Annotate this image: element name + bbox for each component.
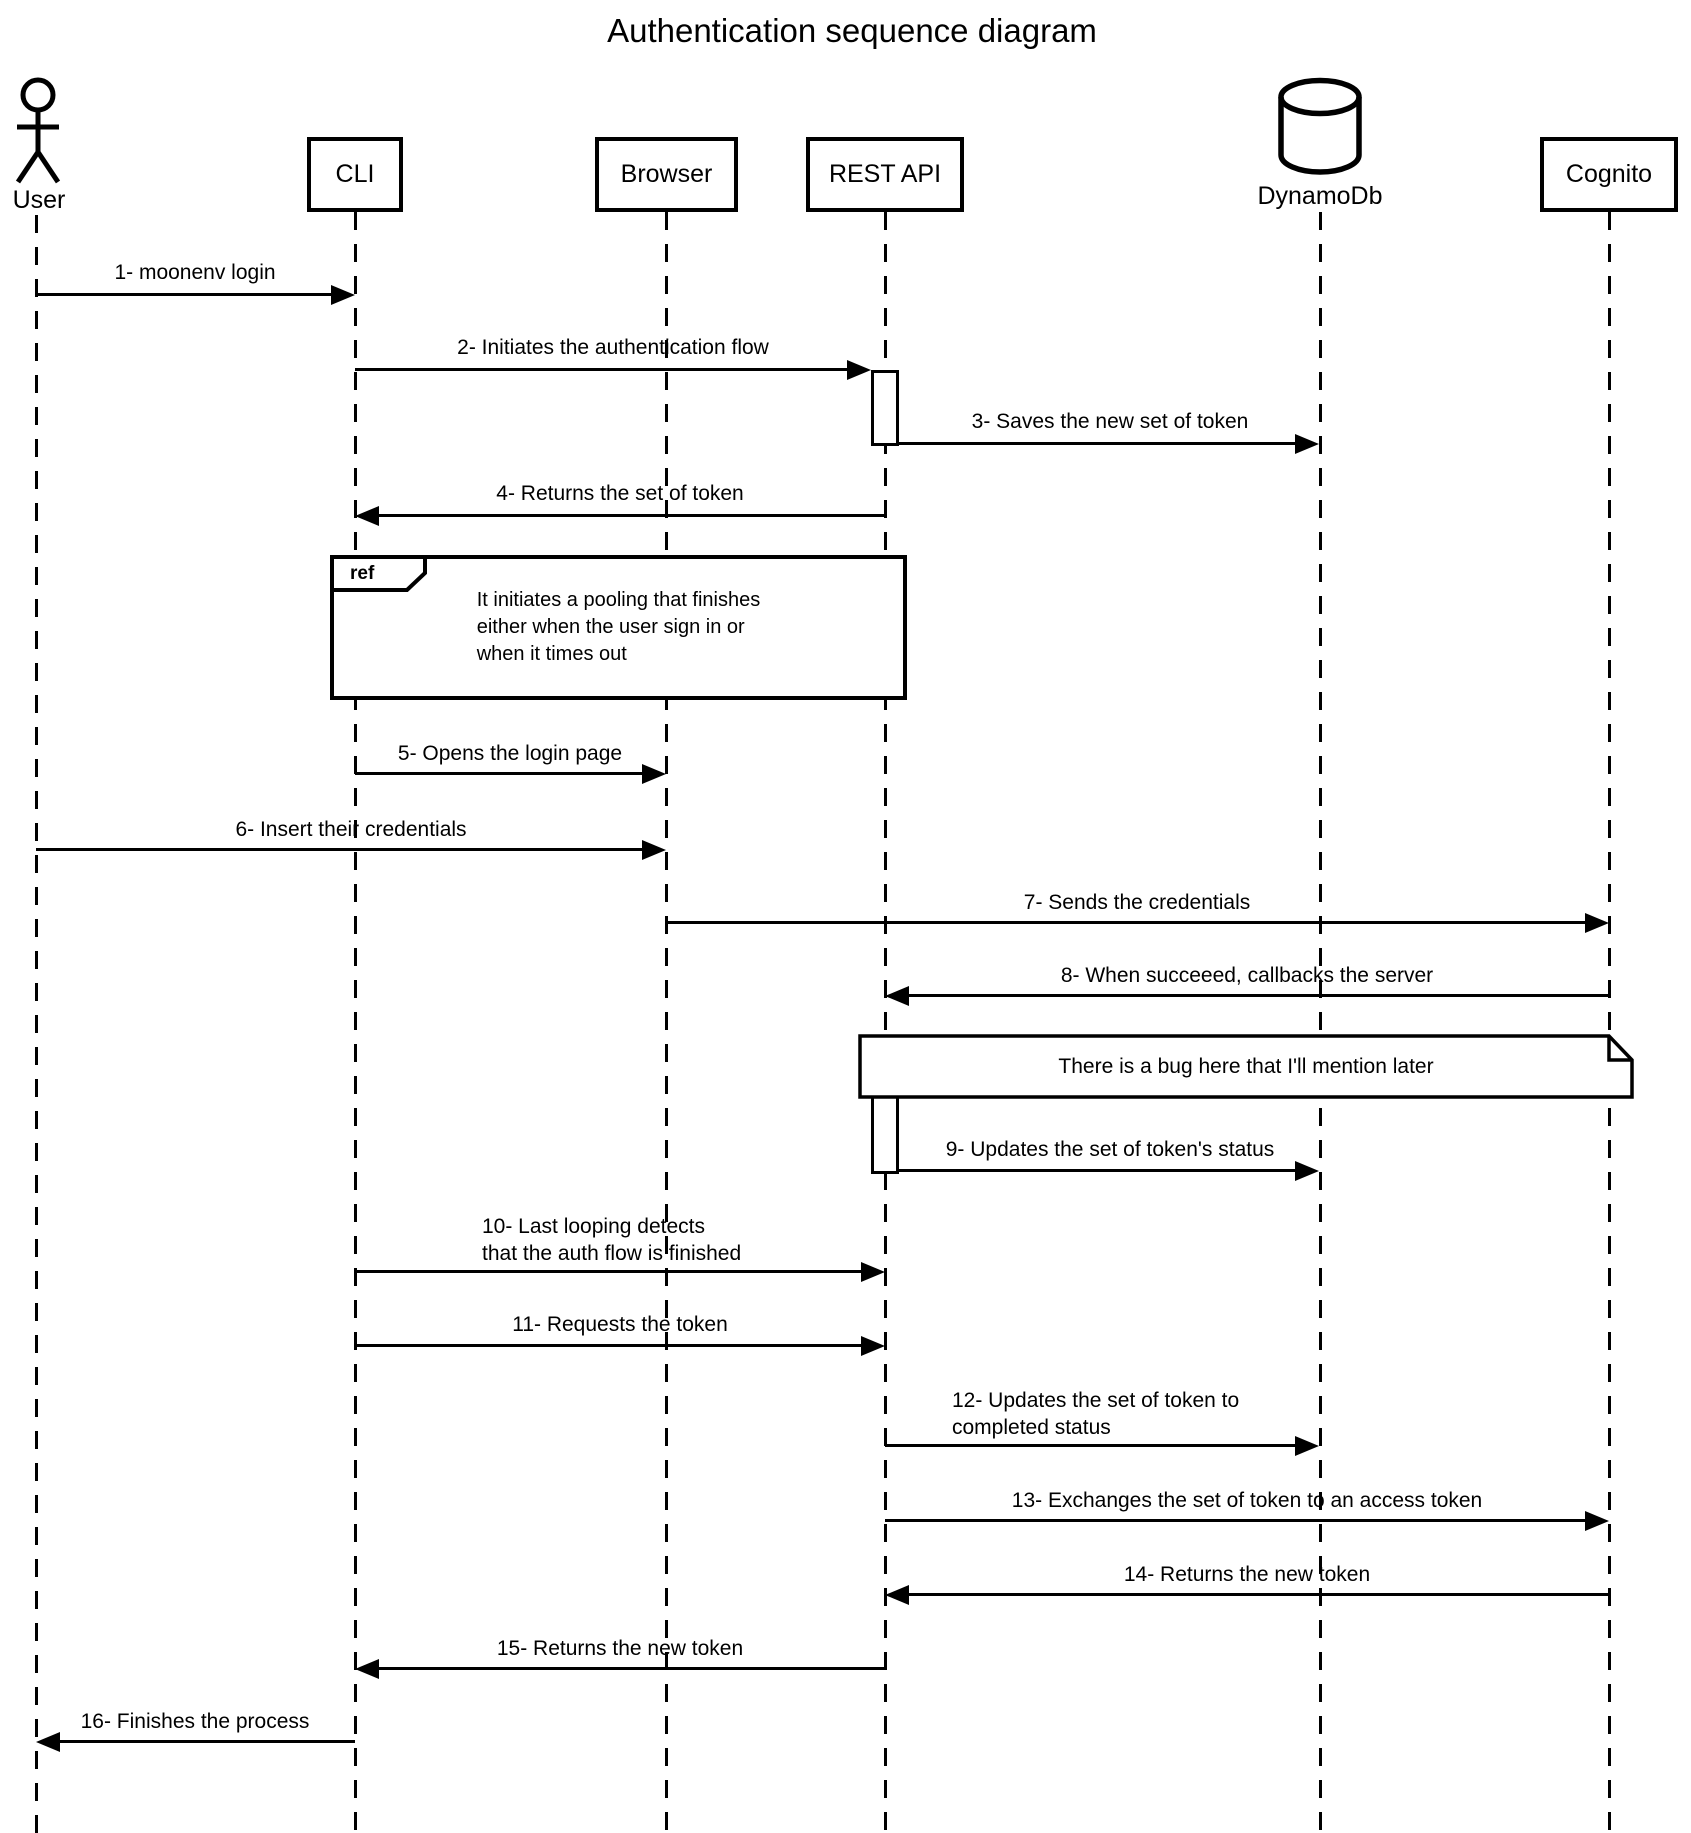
lifeline-rest-api <box>884 212 887 1833</box>
message-13-label: 13- Exchanges the set of token to an acc… <box>1011 1489 1483 1512</box>
message-15-label: 15- Returns the new token <box>496 1637 744 1660</box>
message-9-label: 9- Updates the set of token's status <box>945 1138 1275 1161</box>
arrowhead-left-icon <box>885 986 909 1006</box>
message-2-arrow <box>355 368 849 371</box>
ref-fragment: It initiates a pooling that finishes eit… <box>330 555 907 700</box>
arrowhead-right-icon <box>1295 1161 1319 1181</box>
activation-bar-rest-api-1 <box>871 370 899 446</box>
arrowhead-right-icon <box>1295 1436 1319 1456</box>
participant-label-cognito: Cognito <box>1565 160 1653 188</box>
message-10-label-line-2: that the auth flow is finished <box>482 1242 742 1265</box>
participant-box-cli: CLI <box>307 137 403 212</box>
message-11-arrow <box>355 1344 863 1347</box>
ref-tab-pentagon-icon <box>330 555 427 592</box>
participant-label-user: User <box>12 186 66 214</box>
ref-fragment-body: It initiates a pooling that finishes eit… <box>334 559 903 696</box>
message-8-label: 8- When succeeed, callbacks the server <box>1060 964 1434 987</box>
message-10-label: 10- Last looping detects that the auth f… <box>482 1213 741 1267</box>
arrowhead-right-icon <box>861 1336 885 1356</box>
arrowhead-left-icon <box>36 1732 60 1752</box>
participant-box-rest-api: REST API <box>806 137 964 212</box>
database-cylinder-icon <box>1278 77 1362 175</box>
participant-box-cognito: Cognito <box>1540 137 1678 212</box>
message-1-arrow <box>36 293 334 296</box>
user-actor-icon <box>15 77 61 184</box>
arrowhead-right-icon <box>847 360 871 380</box>
lifeline-browser <box>665 212 668 1833</box>
message-5-arrow <box>355 772 644 775</box>
message-14-arrow <box>909 1593 1609 1596</box>
participant-label-browser: Browser <box>620 160 713 188</box>
arrowhead-right-icon <box>331 285 355 305</box>
participant-label-cli: CLI <box>335 160 375 188</box>
ref-text-line-1: It initiates a pooling that finishes <box>476 589 761 611</box>
participant-box-browser: Browser <box>595 137 738 212</box>
arrowhead-right-icon <box>1585 1511 1609 1531</box>
message-16-arrow <box>60 1740 355 1743</box>
message-14-label: 14- Returns the new token <box>1123 1563 1371 1586</box>
message-10-label-line-1: 10- Last looping detects <box>482 1215 705 1238</box>
message-12-arrow <box>885 1444 1298 1447</box>
message-2-label: 2- Initiates the authentication flow <box>457 336 769 359</box>
arrowhead-right-icon <box>1295 434 1319 454</box>
note-shape-icon <box>858 1034 1634 1099</box>
message-6-arrow <box>36 848 644 851</box>
participant-label-rest-api: REST API <box>828 160 942 188</box>
arrowhead-left-icon <box>885 1585 909 1605</box>
arrowhead-left-icon <box>355 506 379 526</box>
message-4-label: 4- Returns the set of token <box>496 482 744 505</box>
message-3-label: 3- Saves the new set of token <box>971 410 1249 433</box>
message-13-arrow <box>885 1519 1587 1522</box>
message-3-arrow <box>899 442 1298 445</box>
note-box: There is a bug here that I'll mention la… <box>858 1034 1634 1099</box>
message-5-label: 5- Opens the login page <box>397 742 623 765</box>
arrowhead-right-icon <box>1585 913 1609 933</box>
message-12-label-line-2: completed status <box>952 1416 1111 1439</box>
message-11-label: 11- Requests the token <box>512 1313 728 1336</box>
message-10-arrow <box>355 1270 863 1273</box>
message-15-arrow <box>379 1667 885 1670</box>
arrowhead-right-icon <box>642 764 666 784</box>
lifeline-dynamodb <box>1319 212 1322 1833</box>
note-text: There is a bug here that I'll mention la… <box>1058 1054 1434 1078</box>
message-7-arrow <box>666 921 1587 924</box>
message-12-label-line-1: 12- Updates the set of token to <box>952 1389 1240 1412</box>
arrowhead-left-icon <box>355 1659 379 1679</box>
message-16-label: 16- Finishes the process <box>80 1710 310 1733</box>
message-4-arrow <box>379 514 885 517</box>
participant-label-dynamodb: DynamoDb <box>1257 182 1383 210</box>
ref-tab-label: ref <box>350 563 375 584</box>
lifeline-cli <box>354 212 357 1833</box>
lifeline-cognito <box>1608 212 1611 1833</box>
ref-text-line-2: either when the user sign in or <box>476 616 745 638</box>
message-9-arrow <box>899 1169 1298 1172</box>
message-1-label: 1- moonenv login <box>114 261 276 284</box>
message-7-label: 7- Sends the credentials <box>1023 891 1251 914</box>
lifeline-user <box>35 215 38 1833</box>
ref-text-line-3: when it times out <box>476 643 627 665</box>
message-8-arrow <box>909 994 1609 997</box>
message-6-label: 6- Insert their credentials <box>235 818 467 841</box>
message-12-label: 12- Updates the set of token to complete… <box>952 1387 1239 1441</box>
diagram-title: Authentication sequence diagram <box>607 12 1097 49</box>
arrowhead-right-icon <box>642 840 666 860</box>
arrowhead-right-icon <box>861 1262 885 1282</box>
